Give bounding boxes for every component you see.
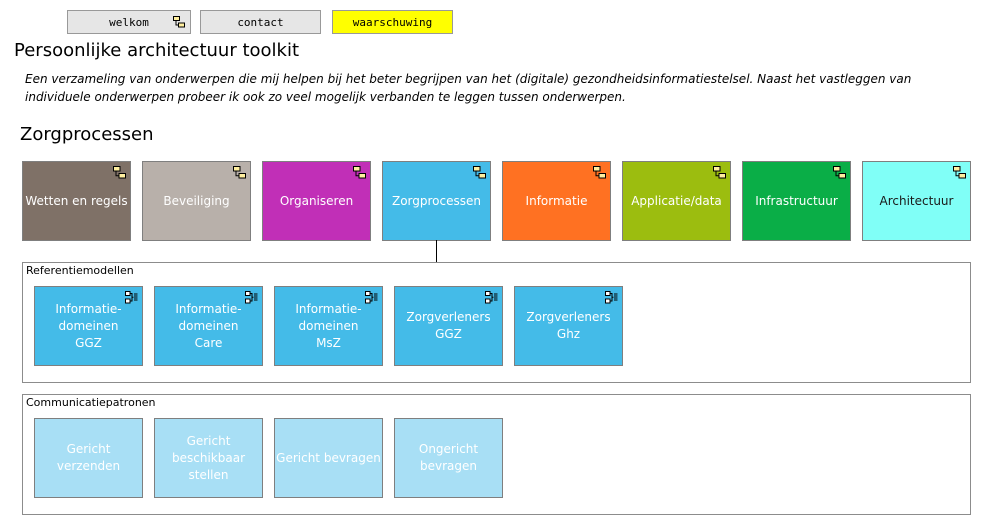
tab-contact-label: contact	[237, 15, 284, 29]
domain-tile-beveiliging[interactable]: Beveiliging	[142, 161, 251, 241]
communicatiepatroon-tile[interactable]: Gericht bevragen	[274, 418, 383, 498]
domain-tile-label: Beveiliging	[163, 193, 230, 208]
model-icon	[353, 166, 366, 179]
tab-welkom[interactable]: welkom	[67, 10, 191, 34]
page-title: Persoonlijke architectuur toolkit	[14, 40, 300, 61]
domain-tile-label: Architectuur	[879, 193, 954, 208]
view-icon	[245, 291, 258, 304]
view-icon	[485, 291, 498, 304]
model-icon	[113, 166, 126, 179]
communicatiepatronen-title: Communicatiepatronen	[26, 396, 156, 409]
domain-tile-label: Organiseren	[279, 193, 354, 208]
model-icon	[173, 16, 185, 28]
referentiemodel-label: Informatie- domeinen GGZ	[55, 301, 122, 350]
domain-tile-zorgprocessen[interactable]: Zorgprocessen	[382, 161, 491, 241]
tab-welkom-label: welkom	[109, 15, 149, 29]
communicatiepatroon-tile[interactable]: Gericht beschikbaar stellen	[154, 418, 263, 498]
model-icon	[833, 166, 846, 179]
view-icon	[125, 291, 138, 304]
model-icon	[593, 166, 606, 179]
view-icon	[605, 291, 618, 304]
communicatiepatroon-tile[interactable]: Ongericht bevragen	[394, 418, 503, 498]
domain-tile-label: Informatie	[525, 193, 588, 208]
model-icon	[953, 166, 966, 179]
domain-tile-infrastructuur[interactable]: Infrastructuur	[742, 161, 851, 241]
referentiemodel-tile[interactable]: Informatie- domeinen Care	[154, 286, 263, 366]
domain-tile-organiseren[interactable]: Organiseren	[262, 161, 371, 241]
communicatiepatroon-tile[interactable]: Gericht verzenden	[34, 418, 143, 498]
referentiemodellen-title: Referentiemodellen	[26, 264, 134, 277]
domain-tile-label: Infrastructuur	[755, 193, 838, 208]
referentiemodel-label: Informatie- domeinen Care	[175, 301, 242, 350]
referentiemodel-label: Zorgverleners GGZ	[406, 310, 491, 341]
referentiemodel-label: Informatie- domeinen MsZ	[295, 301, 362, 350]
domain-tile-applicatie-data[interactable]: Applicatie/data	[622, 161, 731, 241]
model-icon	[233, 166, 246, 179]
domain-tile-architectuur[interactable]: Architectuur	[862, 161, 971, 241]
referentiemodel-label: Zorgverleners Ghz	[526, 310, 611, 341]
tab-waarschuwing-label: waarschuwing	[352, 15, 433, 29]
communicatiepatroon-label: Gericht bevragen	[276, 450, 381, 465]
intro-text: Een verzameling van onderwerpen die mij …	[25, 72, 912, 104]
model-icon	[713, 166, 726, 179]
domain-tile-label: Zorgprocessen	[391, 193, 481, 208]
domain-tile-wetten-en-regels[interactable]: Wetten en regels	[22, 161, 131, 241]
referentiemodel-tile[interactable]: Informatie- domeinen MsZ	[274, 286, 383, 366]
section-title: Zorgprocessen	[20, 124, 154, 145]
domain-tile-label: Applicatie/data	[631, 193, 722, 208]
referentiemodel-tile[interactable]: Zorgverleners GGZ	[394, 286, 503, 366]
tab-contact[interactable]: contact	[200, 10, 321, 34]
communicatiepatroon-label: Gericht verzenden	[56, 442, 121, 473]
communicatiepatroon-label: Gericht beschikbaar stellen	[172, 433, 245, 482]
communicatiepatroon-label: Ongericht bevragen	[418, 442, 479, 473]
model-icon	[473, 166, 486, 179]
referentiemodel-tile[interactable]: Zorgverleners Ghz	[514, 286, 623, 366]
domain-tile-informatie[interactable]: Informatie	[502, 161, 611, 241]
tab-waarschuwing[interactable]: waarschuwing	[332, 10, 453, 34]
referentiemodel-tile[interactable]: Informatie- domeinen GGZ	[34, 286, 143, 366]
connector-line	[436, 240, 437, 263]
domain-tile-label: Wetten en regels	[25, 193, 128, 208]
view-icon	[365, 291, 378, 304]
